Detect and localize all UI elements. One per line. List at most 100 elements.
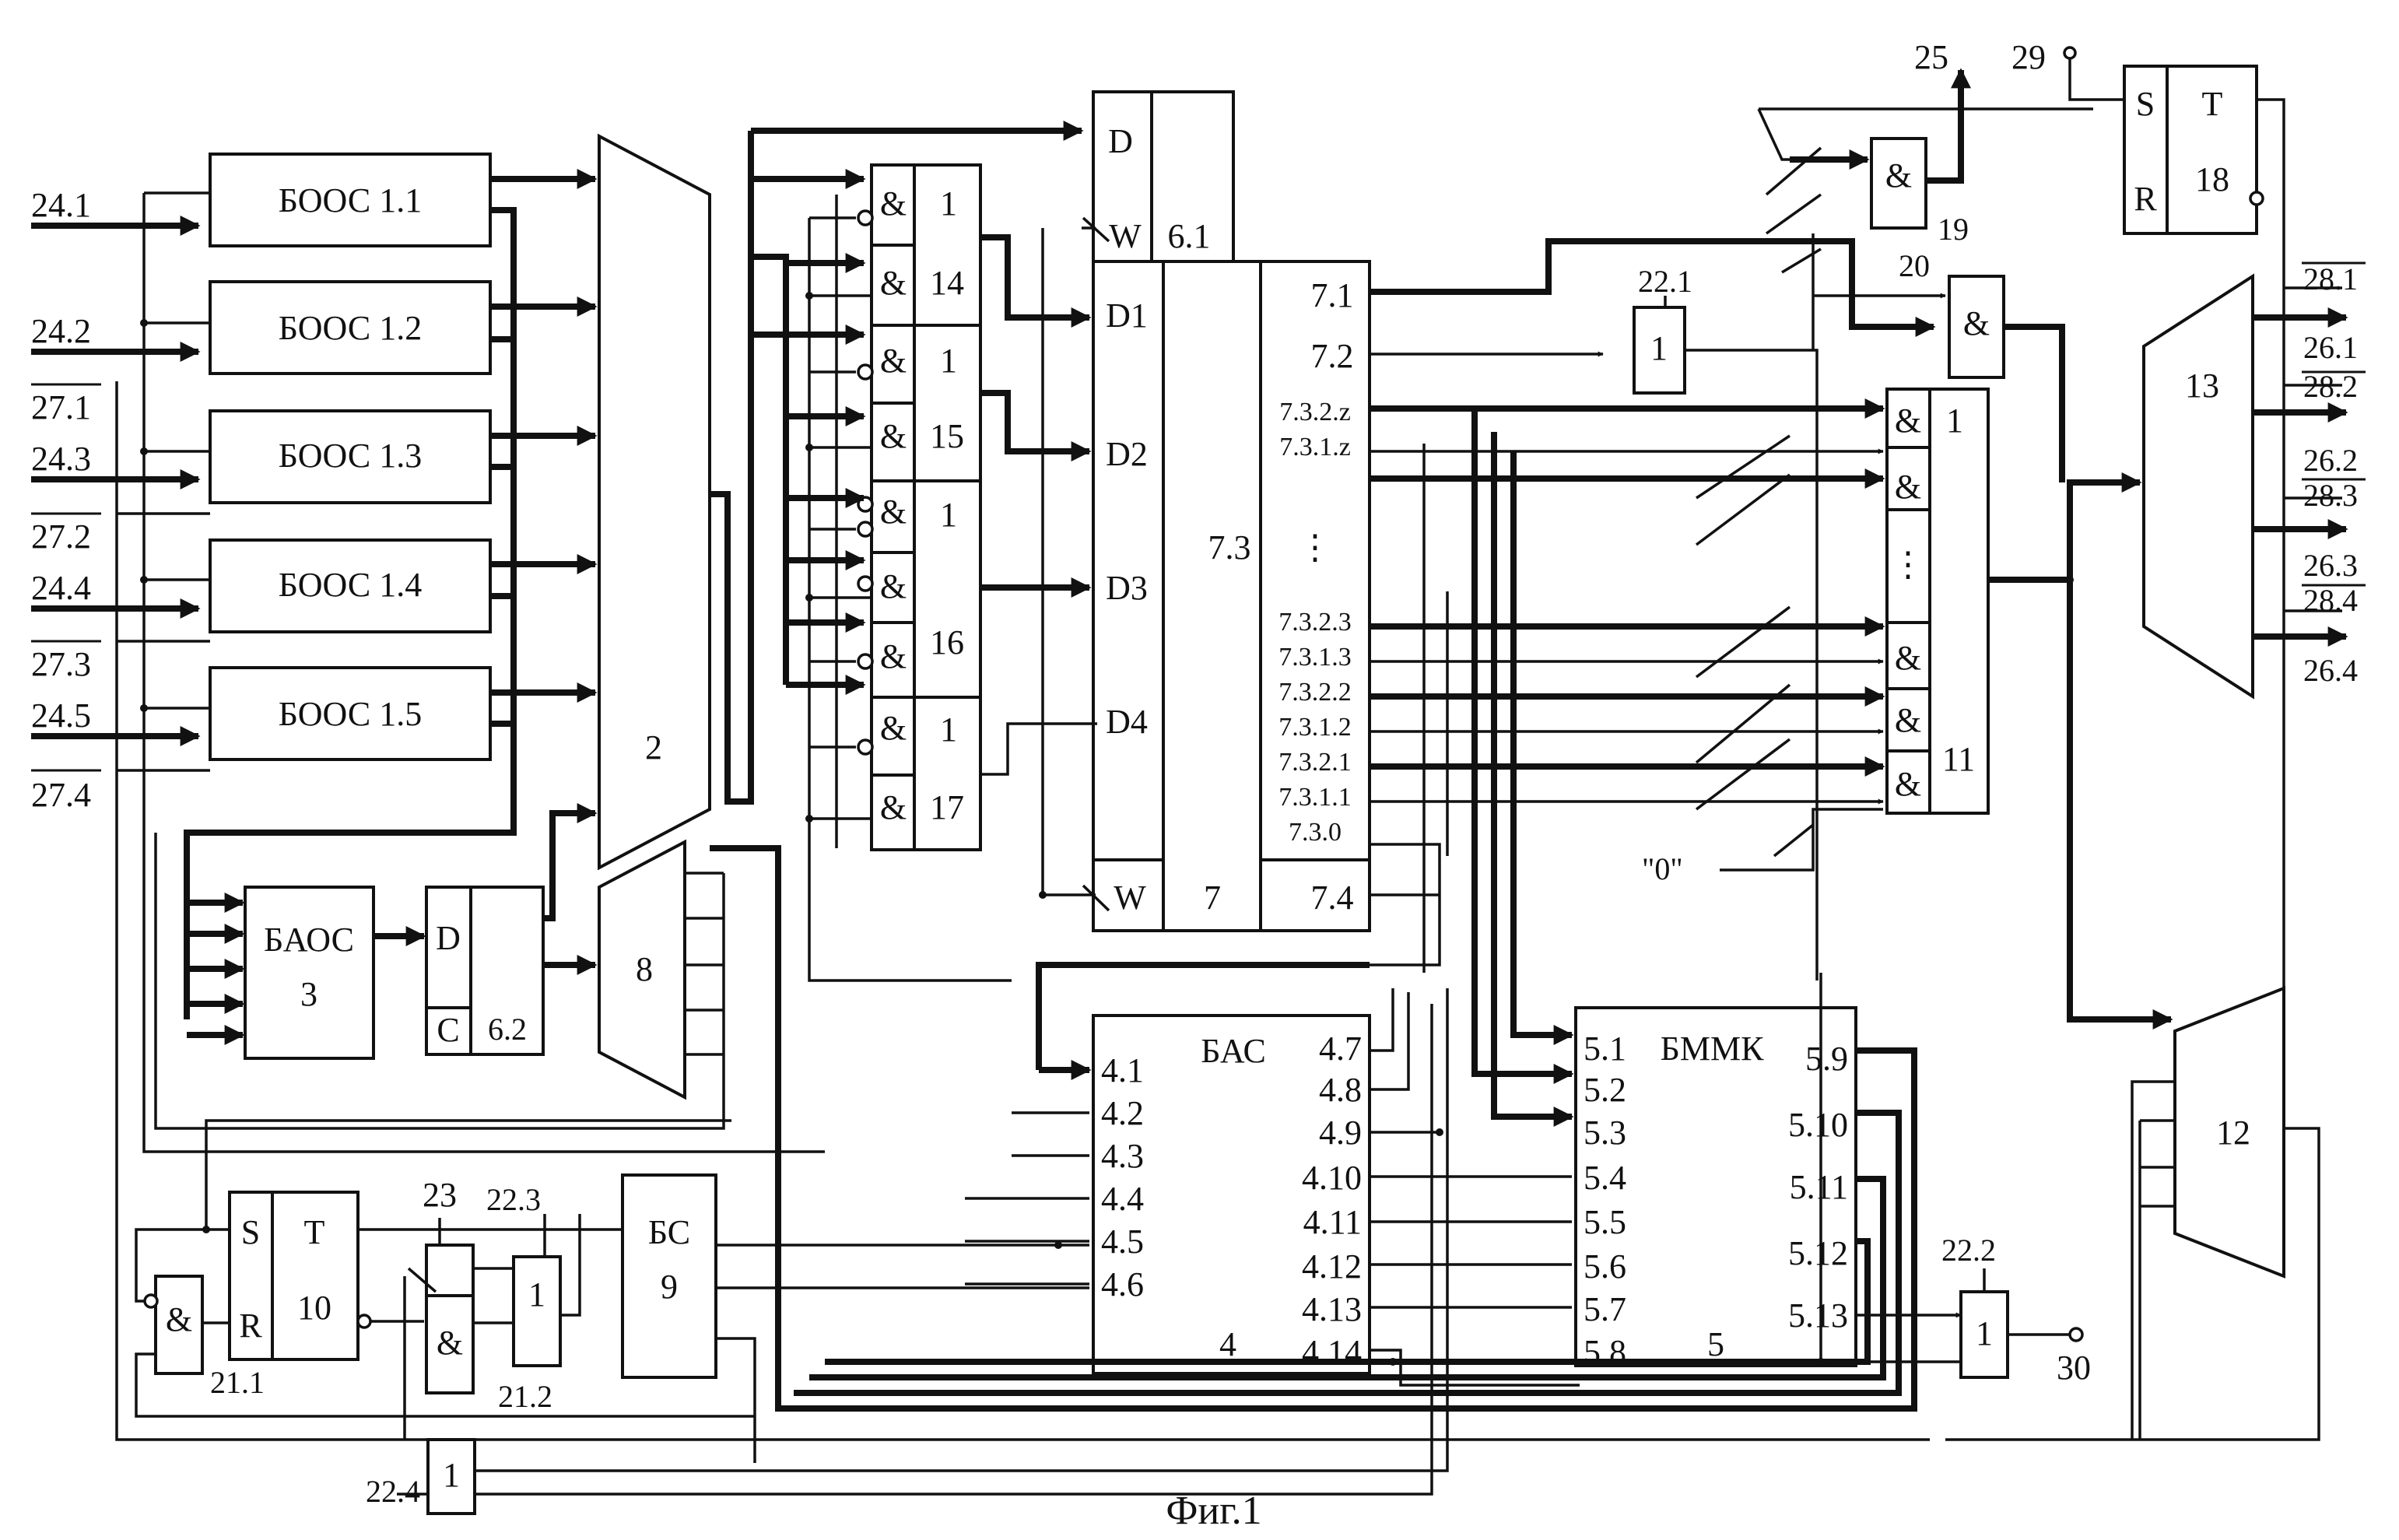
- mux-8-label: 8: [636, 950, 653, 988]
- reg7-out-10: 7.3.1.1: [1278, 783, 1352, 812]
- input-labels: 24.1 24.2 27.1 24.3 27.2 24.4 27.3 24.5 …: [31, 186, 101, 814]
- bmmk-in-5-3: 5.3: [1584, 1114, 1626, 1152]
- and11-and5: &: [1895, 765, 1921, 803]
- reg7-out-6: 7.3.1.3: [1278, 643, 1352, 672]
- t10-s: S: [241, 1213, 260, 1251]
- figure-caption: Фиг.1: [1166, 1489, 1261, 1533]
- bas-out-4-8: 4.8: [1319, 1071, 1362, 1109]
- g15-num: 15: [930, 417, 964, 455]
- reg7-mid: 7.3: [1208, 528, 1251, 567]
- reg7-out-12: 7.4: [1311, 879, 1354, 917]
- bs-9-num: 9: [661, 1268, 678, 1306]
- t18-r: R: [2134, 180, 2157, 218]
- out-26-1: 26.1: [2303, 330, 2358, 365]
- bas-in-4-6: 4.6: [1101, 1265, 1144, 1303]
- bmmk-num: 5: [1707, 1325, 1724, 1363]
- input-24-4: 24.4: [31, 569, 91, 607]
- output-30: 30: [2057, 1349, 2091, 1387]
- g14-and2: &: [880, 264, 907, 302]
- bmmk-in-5-1: 5.1: [1584, 1030, 1626, 1068]
- and11-num: 11: [1942, 740, 1975, 778]
- bas-out-4-14: 4.14: [1302, 1333, 1362, 1371]
- reg7-d1: D1: [1106, 296, 1148, 335]
- bmmk-in-5-8: 5.8: [1584, 1333, 1626, 1371]
- out-28-3: 28.3: [2303, 478, 2358, 513]
- reg-6-2-d: D: [436, 919, 461, 957]
- and-20-num: 20: [1899, 248, 1930, 283]
- bas-in-4-4: 4.4: [1101, 1180, 1144, 1218]
- bmmk-in-5-5: 5.5: [1584, 1203, 1626, 1241]
- out-28-2: 28.2: [2303, 369, 2358, 404]
- or-22-4-sym: 1: [443, 1456, 460, 1494]
- bas-in-4-1: 4.1: [1101, 1051, 1144, 1089]
- reg7-dots: ⋮: [1298, 528, 1332, 567]
- or-22-4: 1 22.4: [366, 988, 1447, 1514]
- out-26-2: 26.2: [2303, 443, 2358, 478]
- register-6-1: D W 6.1: [1082, 92, 1233, 261]
- or-22-3-sym: 1: [528, 1275, 545, 1314]
- output-25: 25: [1914, 38, 1948, 76]
- bmmk-name: БММК: [1661, 1030, 1765, 1068]
- el-23-num: 23: [423, 1176, 457, 1214]
- out-28-1: 28.1: [2303, 261, 2358, 296]
- mux-12-label: 12: [2216, 1114, 2250, 1152]
- boos-1-4-label: БООС 1.4: [279, 566, 422, 604]
- gate-to-reg7-wires: [980, 237, 1097, 774]
- reg7-out-9: 7.3.2.1: [1278, 748, 1352, 777]
- or-22-2-num: 22.2: [1941, 1233, 1996, 1268]
- g16-and2: &: [880, 567, 907, 605]
- input-27-1: 27.1: [31, 388, 91, 426]
- baos-3: БАОС 3: [187, 887, 424, 1058]
- t10-r: R: [239, 1307, 262, 1345]
- t18-t: T: [2202, 85, 2223, 123]
- input-27-3: 27.3: [31, 645, 91, 683]
- g17-or: 1: [940, 710, 957, 749]
- g15-or: 1: [940, 342, 957, 380]
- reg7-d4: D4: [1106, 703, 1148, 741]
- reg7-out-4: 7.3.1.z: [1279, 433, 1351, 461]
- bs-9: БС 9: [623, 1175, 1089, 1463]
- reg7-out-8: 7.3.1.2: [1278, 713, 1352, 742]
- boos-1-3-label: БООС 1.3: [279, 437, 422, 475]
- g15-and1: &: [880, 342, 907, 380]
- out-26-3: 26.3: [2303, 548, 2358, 583]
- reg7-out-3: 7.3.2.z: [1279, 398, 1351, 426]
- bmmk-in-5-2: 5.2: [1584, 1071, 1626, 1109]
- or-22-1-sym: 1: [1650, 329, 1668, 367]
- and-21-1-sym: &: [166, 1300, 192, 1338]
- and-11: & & ⋮ & & & 1 11 "0": [1642, 389, 2171, 1019]
- reg7-num: 7: [1204, 879, 1221, 917]
- bas-num: 4: [1219, 1325, 1236, 1363]
- reg-6-2-num: 6.2: [488, 1012, 527, 1047]
- reg7-out-11: 7.3.0: [1289, 818, 1342, 847]
- bas-out-4-9: 4.9: [1319, 1114, 1362, 1152]
- top-right-logic: & 19 & 20 25 29 S R T 18: [1759, 38, 2284, 1074]
- bas-name: БАС: [1201, 1032, 1266, 1070]
- zero-constant: "0": [1642, 851, 1683, 886]
- and-21-1-num: 21.1: [210, 1365, 265, 1400]
- and-20-sym: &: [1963, 304, 1990, 342]
- reg7-w: W: [1114, 879, 1146, 917]
- bs-9-name: БС: [648, 1213, 690, 1251]
- reg7-d3: D3: [1106, 569, 1148, 607]
- and-19-num: 19: [1938, 212, 1969, 247]
- baos-num: 3: [300, 975, 317, 1013]
- input-24-2: 24.2: [31, 312, 91, 350]
- reg7-out-1: 7.1: [1311, 276, 1354, 314]
- t18-s: S: [2136, 85, 2155, 123]
- and-21-2-num: 21.2: [498, 1379, 552, 1414]
- mux-12: 12: [1945, 988, 2319, 1440]
- bas-out-4-10: 4.10: [1302, 1159, 1362, 1197]
- input-27-2: 27.2: [31, 517, 91, 556]
- and11-and3: &: [1895, 639, 1921, 677]
- gate-groups: & & 1 14 & & 1 15 & & & 1 16 & & 1 17: [710, 131, 1082, 980]
- g17-and2: &: [880, 788, 907, 826]
- input-24-5: 24.5: [31, 696, 91, 735]
- reg-6-2-c: C: [437, 1011, 459, 1049]
- svg-text:⋮: ⋮: [1891, 545, 1925, 584]
- reg7-out-5: 7.3.2.3: [1278, 608, 1352, 637]
- boos-blocks: БООС 1.1 БООС 1.2 БООС 1.3 БООС 1.4 БООС…: [210, 154, 490, 759]
- bas-in-4-3: 4.3: [1101, 1137, 1144, 1175]
- bas-in-4-5: 4.5: [1101, 1223, 1144, 1261]
